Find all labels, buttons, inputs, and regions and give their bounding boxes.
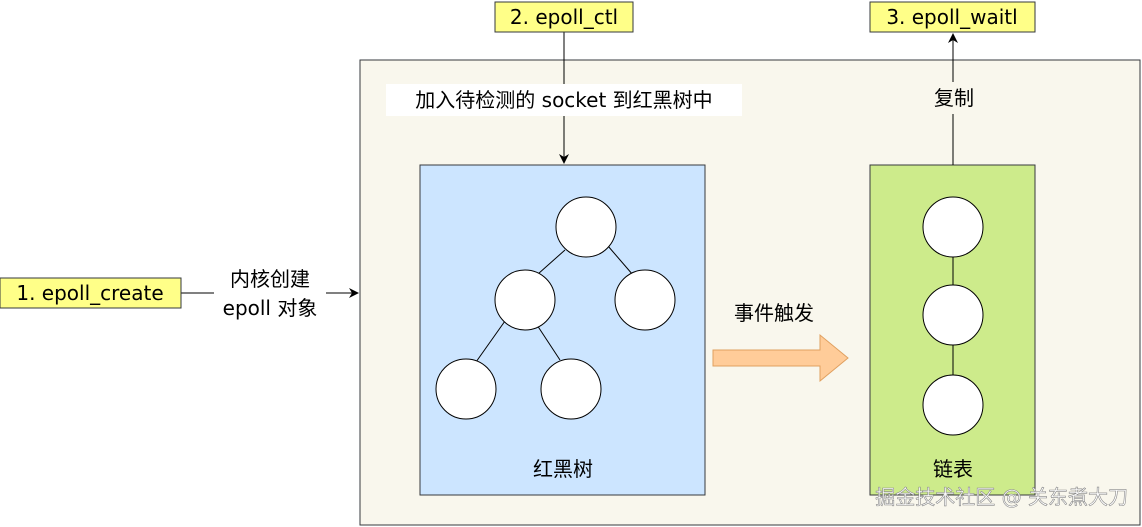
add-socket-label-bg [386, 84, 742, 116]
watermark-text: 掘金技术社区 @ 关东煮大刀 [875, 485, 1128, 509]
list-node-3 [922, 374, 984, 436]
add-socket-text: 加入待检测的 socket 到红黑树中 [415, 88, 712, 112]
epoll-ctl-label: 2. epoll_ctl [494, 1, 634, 33]
tree-edge [536, 324, 561, 361]
tree-node-root [555, 196, 617, 258]
epoll-wait-label: 3. epoll_waitl [869, 1, 1036, 33]
tree-edge [607, 245, 634, 276]
list-node-1 [922, 196, 984, 258]
kernel-create-label-bg [214, 265, 326, 321]
kernel-create-line1: 内核创建 [230, 267, 310, 291]
copy-label-bg [928, 82, 980, 114]
tree-node-right [614, 269, 676, 331]
event-trigger-text: 事件触发 [734, 301, 814, 325]
tree-node-left-left [435, 358, 497, 420]
tree-edge [475, 320, 506, 363]
epoll-wait-text: 3. epoll_waitl [886, 5, 1017, 29]
rb-tree-title: 红黑树 [533, 457, 593, 481]
kernel-create-line2: epoll 对象 [223, 296, 318, 320]
event-trigger-arrow [712, 333, 849, 383]
epoll-create-text: 1. epoll_create [16, 281, 163, 305]
epoll-create-label: 1. epoll_create [0, 277, 182, 309]
linked-list-title: 链表 [933, 457, 973, 481]
epoll-ctl-text: 2. epoll_ctl [510, 5, 618, 29]
list-node-2 [922, 284, 984, 346]
tree-node-left-right [540, 358, 602, 420]
tree-edges [475, 245, 634, 363]
copy-text: 复制 [934, 86, 974, 110]
tree-node-left [494, 269, 556, 331]
tree-edge [537, 249, 566, 275]
